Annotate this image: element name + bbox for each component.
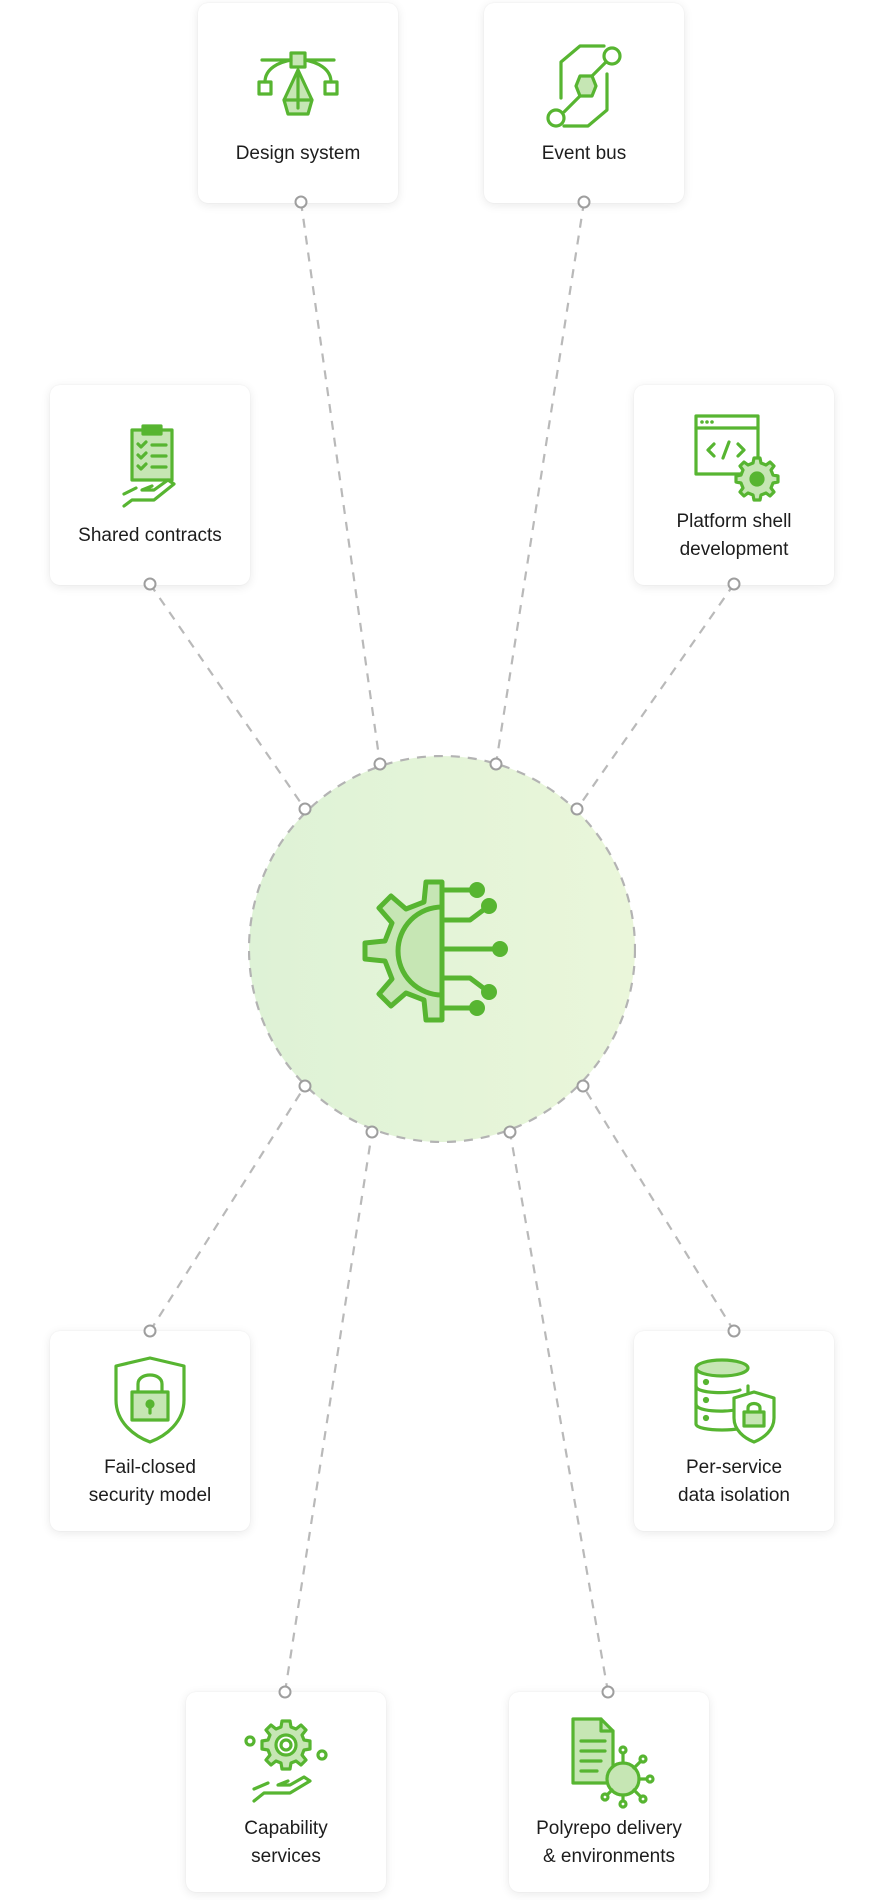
connector-design-system bbox=[299, 201, 382, 765]
pen-tool-icon bbox=[257, 51, 339, 116]
card-polyrepo-delivery[interactable]: Polyrepo delivery & environments bbox=[509, 1692, 709, 1892]
code-window-gear-icon bbox=[694, 414, 780, 502]
shield-lock-icon bbox=[114, 1356, 186, 1444]
gear-circuit-icon bbox=[362, 879, 496, 1023]
connector-shared-contracts bbox=[149, 583, 306, 810]
clipboard-hand-icon bbox=[122, 424, 176, 508]
database-lock-icon bbox=[694, 1358, 776, 1444]
card-label: Capability services bbox=[244, 1818, 328, 1867]
card-platform-shell-development[interactable]: Platform shell development bbox=[634, 385, 834, 585]
card-label: Event bus bbox=[541, 143, 627, 164]
connector-fail-closed-security-model bbox=[149, 1085, 306, 1332]
card-shared-contracts[interactable]: Shared contracts bbox=[50, 385, 250, 585]
card-capability-services[interactable]: Capability services bbox=[186, 1692, 386, 1892]
hexagon-connector-icon bbox=[546, 44, 622, 128]
hub-circle bbox=[247, 754, 637, 1144]
connector-platform-shell-development bbox=[576, 583, 735, 810]
card-event-bus[interactable]: Event bus bbox=[484, 3, 684, 203]
connector-capability-services bbox=[283, 1131, 374, 1693]
card-label: Polyrepo delivery & environments bbox=[536, 1818, 682, 1867]
card-label: Shared contracts bbox=[78, 525, 222, 546]
card-per-service-data-isolation[interactable]: Per-service data isolation bbox=[634, 1331, 834, 1531]
card-label: Per-service data isolation bbox=[678, 1457, 790, 1506]
card-label: Design system bbox=[235, 143, 361, 164]
central-hub[interactable] bbox=[247, 754, 637, 1144]
connector-polyrepo-delivery bbox=[508, 1131, 610, 1693]
card-label: Fail-closed security model bbox=[88, 1457, 212, 1506]
connector-event-bus bbox=[494, 201, 586, 765]
gear-hand-icon bbox=[244, 1719, 328, 1803]
document-network-icon bbox=[571, 1717, 655, 1809]
card-label: Platform shell development bbox=[676, 511, 792, 560]
card-fail-closed-security-model[interactable]: Fail-closed security model bbox=[50, 1331, 250, 1531]
connector-per-service-data-isolation bbox=[582, 1085, 735, 1332]
card-design-system[interactable]: Design system bbox=[198, 3, 398, 203]
